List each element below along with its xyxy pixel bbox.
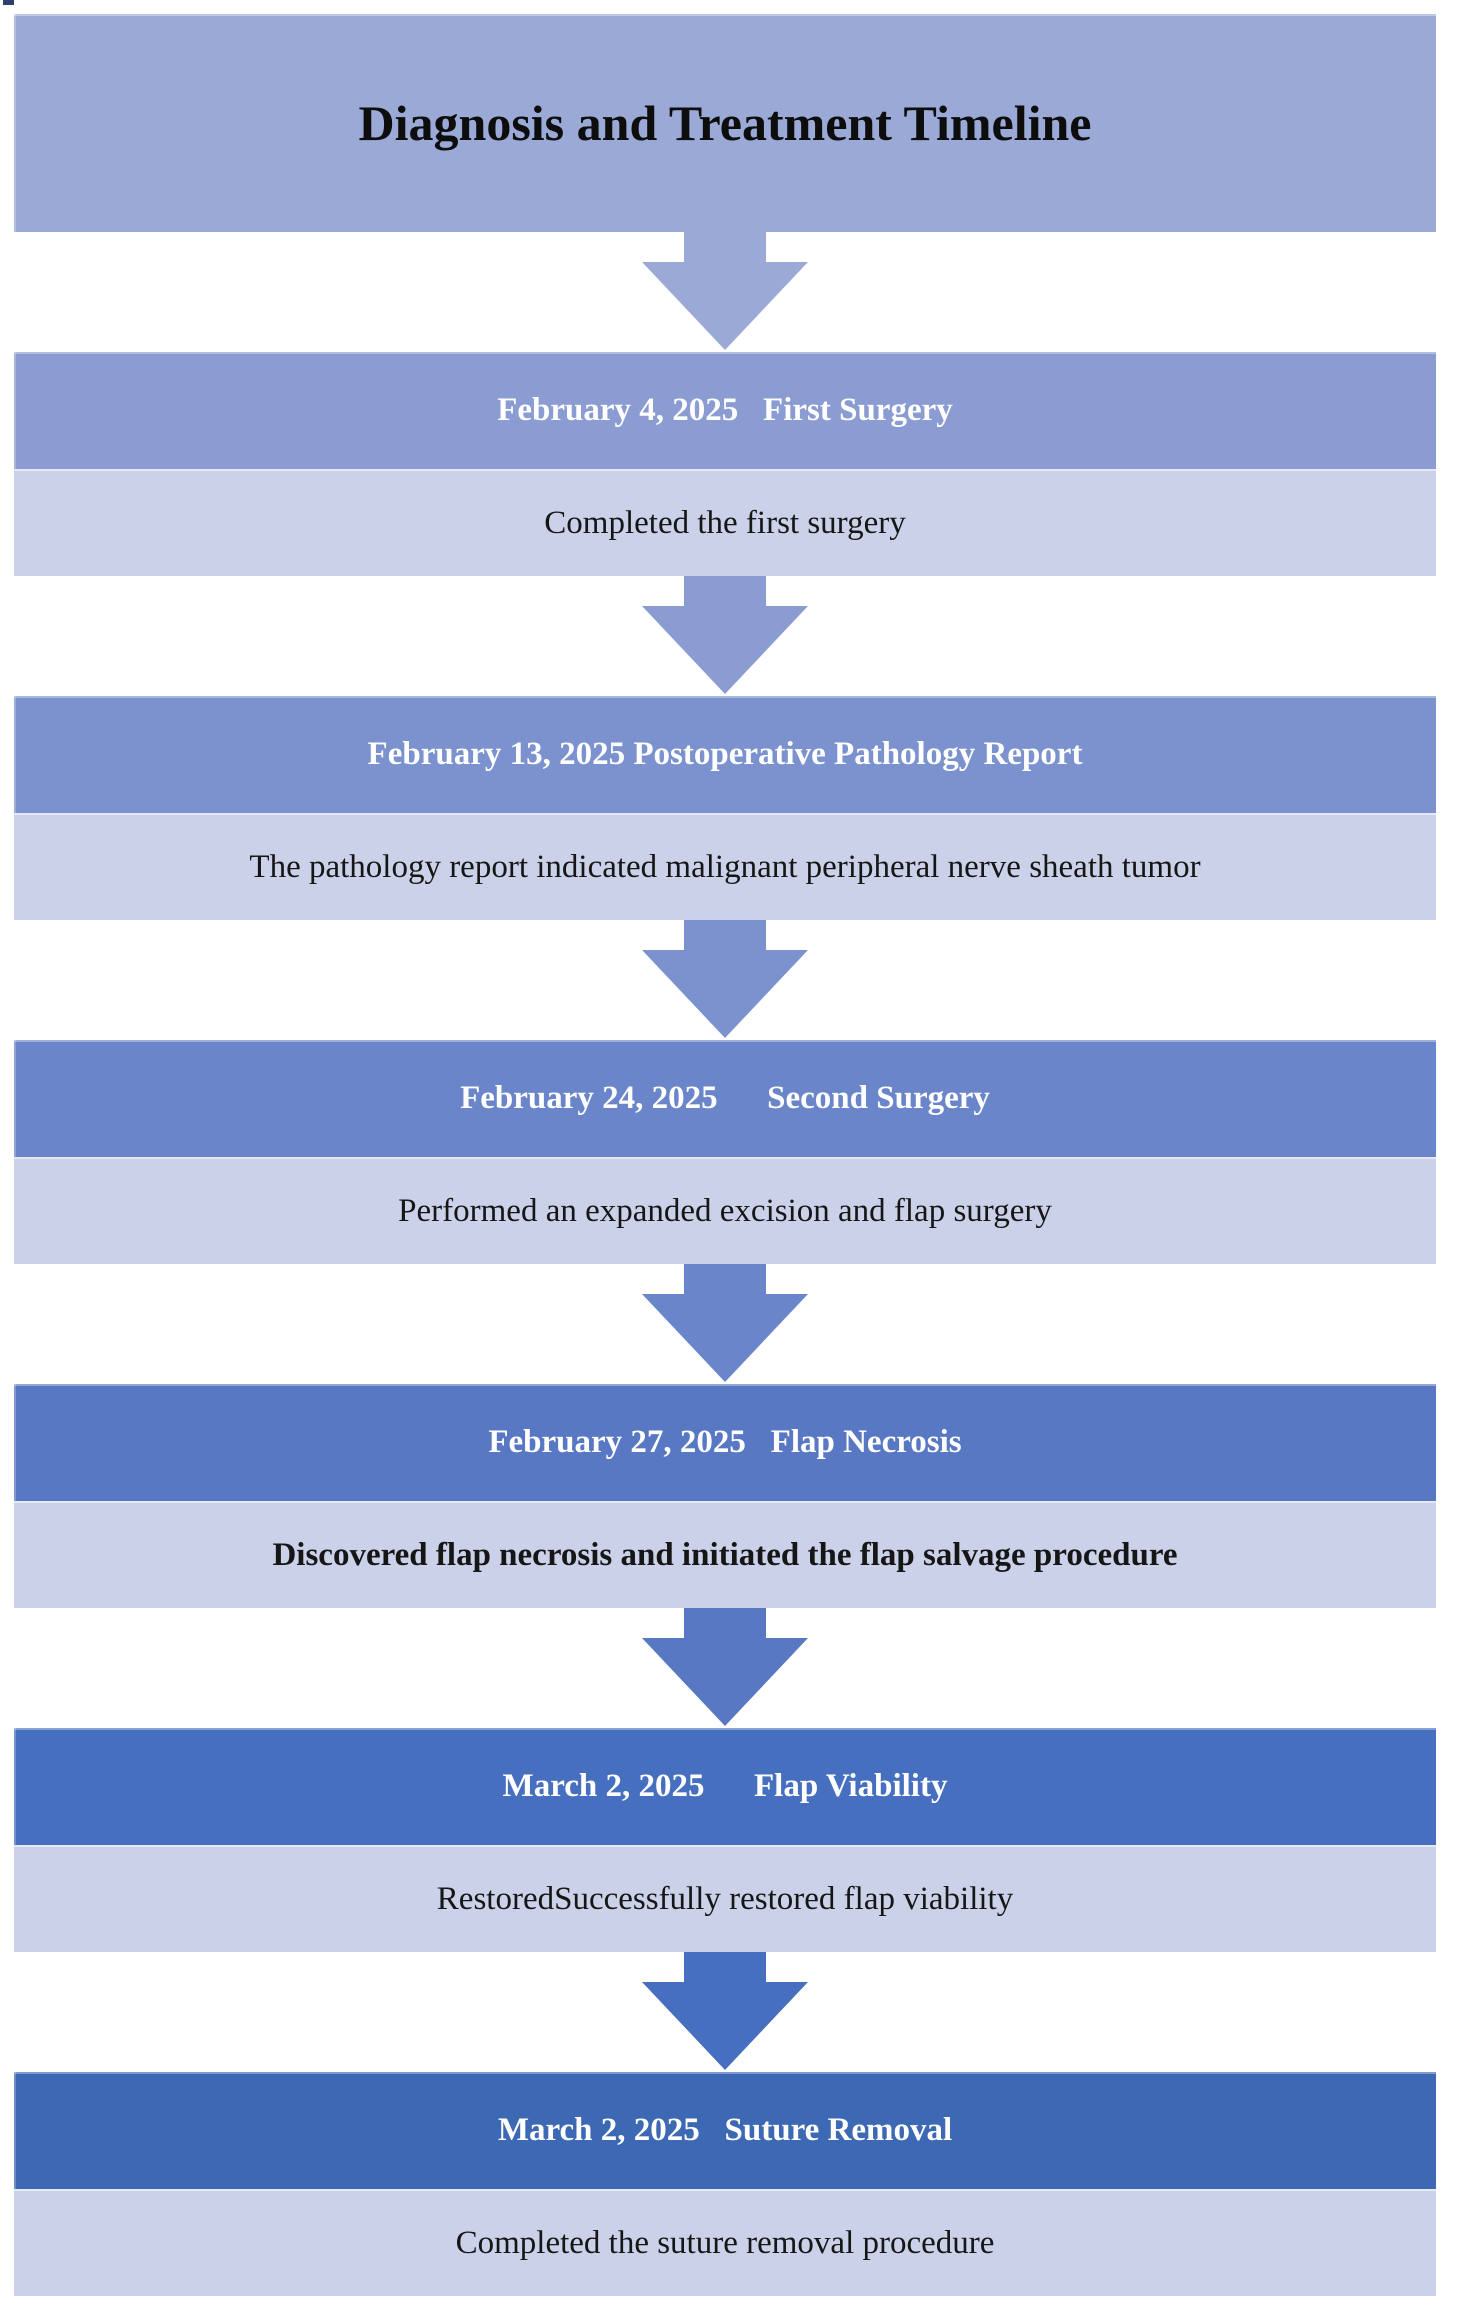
step-2-detail: The pathology report indicated malignant…: [14, 813, 1436, 920]
timeline-title: Diagnosis and Treatment Timeline: [358, 95, 1092, 151]
step-1-heading: February 4, 2025 First Surgery: [497, 392, 953, 428]
step-5-detail: RestoredSuccessfully restored flap viabi…: [14, 1845, 1436, 1952]
timeline-step: February 13, 2025 Postoperative Patholog…: [14, 576, 1436, 920]
step-3-heading: February 24, 2025 Second Surgery: [460, 1080, 990, 1116]
arrow-row: [14, 1264, 1436, 1384]
down-arrow-icon: [642, 576, 808, 694]
step-4-detail: Discovered flap necrosis and initiated t…: [14, 1501, 1436, 1608]
arrow-row: [14, 1952, 1436, 2072]
step-3-header: February 24, 2025 Second Surgery: [14, 1040, 1436, 1157]
down-arrow-icon: [642, 1264, 808, 1382]
step-2-heading: February 13, 2025 Postoperative Patholog…: [367, 736, 1083, 772]
step-4-heading: February 27, 2025 Flap Necrosis: [488, 1424, 962, 1460]
step-6-heading: March 2, 2025 Suture Removal: [497, 2112, 953, 2148]
step-3-detail: Performed an expanded excision and flap …: [14, 1157, 1436, 1264]
step-1-detail: Completed the first surgery: [14, 469, 1436, 576]
down-arrow-icon: [642, 232, 808, 350]
step-6-detail: Completed the suture removal procedure: [14, 2189, 1436, 2296]
step-6-header: March 2, 2025 Suture Removal: [14, 2072, 1436, 2189]
down-arrow-icon: [642, 1608, 808, 1726]
step-1-detail-text: Completed the first surgery: [544, 505, 906, 541]
arrow-row: [14, 576, 1436, 696]
step-2-detail-text: The pathology report indicated malignant…: [249, 849, 1201, 885]
step-1-header: February 4, 2025 First Surgery: [14, 352, 1436, 469]
timeline-step: February 24, 2025 Second Surgery Perform…: [14, 920, 1436, 1264]
step-5-heading: March 2, 2025 Flap Viability: [502, 1768, 948, 1804]
step-3-detail-text: Performed an expanded excision and flap …: [398, 1193, 1052, 1229]
down-arrow-icon: [642, 1952, 808, 2070]
step-6-detail-text: Completed the suture removal procedure: [455, 2225, 995, 2261]
step-5-detail-text: RestoredSuccessfully restored flap viabi…: [436, 1881, 1014, 1917]
arrow-row: [14, 920, 1436, 1040]
arrow-row: [14, 1608, 1436, 1728]
scan-artifact: [3, 0, 14, 5]
step-5-header: March 2, 2025 Flap Viability: [14, 1728, 1436, 1845]
arrow-row: [14, 232, 1436, 352]
timeline-title-block: Diagnosis and Treatment Timeline: [14, 14, 1436, 232]
step-2-header: February 13, 2025 Postoperative Patholog…: [14, 696, 1436, 813]
timeline-step: March 2, 2025 Flap Viability RestoredSuc…: [14, 1608, 1436, 1952]
timeline-step: February 27, 2025 Flap Necrosis Discover…: [14, 1264, 1436, 1608]
step-4-header: February 27, 2025 Flap Necrosis: [14, 1384, 1436, 1501]
step-4-detail-text: Discovered flap necrosis and initiated t…: [272, 1537, 1178, 1573]
timeline-step: February 4, 2025 First Surgery Completed…: [14, 232, 1436, 576]
down-arrow-icon: [642, 920, 808, 1038]
timeline-step: March 2, 2025 Suture Removal Completed t…: [14, 1952, 1436, 2296]
